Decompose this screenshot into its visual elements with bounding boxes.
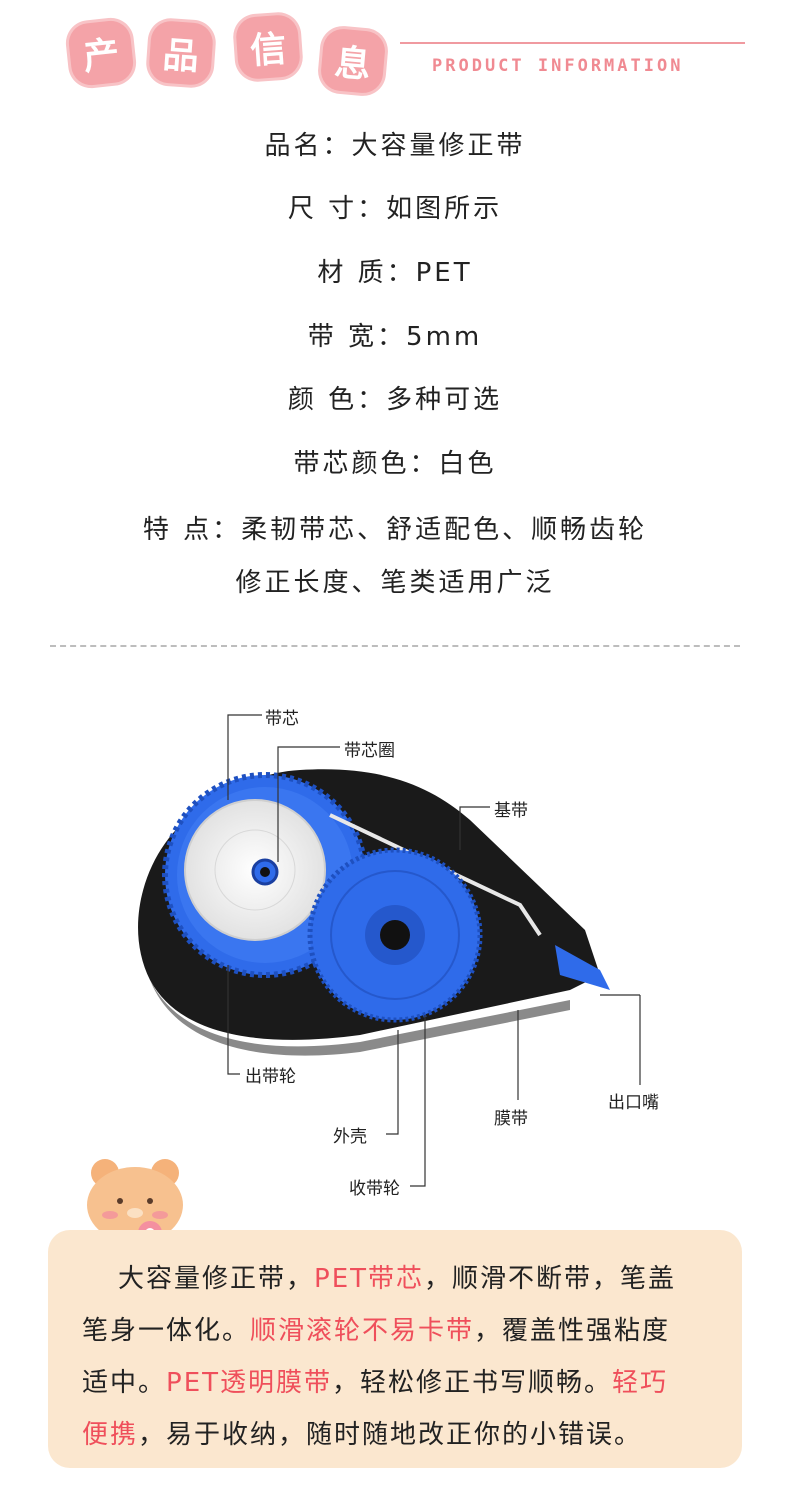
title-char-4: 息 (319, 27, 387, 95)
label-shell: 外壳 (333, 1127, 367, 1147)
label-nozzle: 出口嘴 (608, 1093, 659, 1113)
note-text: 适中。 (82, 1368, 167, 1398)
note-line-4: 便携，易于收纳，随时随地改正你的小错误。 (82, 1414, 642, 1451)
info-core-color: 带芯颜色：白色 (293, 449, 497, 479)
label-film-tape: 膜带 (494, 1109, 528, 1129)
label-base-tape: 基带 (494, 801, 528, 821)
note-highlight: 便携 (82, 1420, 139, 1450)
info-features-line2: 修正长度、笔类适用广泛 (235, 568, 555, 598)
nozzle-shape (555, 945, 610, 990)
note-line-1: 大容量修正带，PET带芯，顺滑不断带，笔盖 (118, 1258, 676, 1295)
note-line-3: 适中。PET透明膜带，轻松修正书写顺畅。轻巧 (82, 1362, 668, 1399)
title-underline (400, 42, 745, 44)
note-text: ，顺滑不断带，笔盖 (424, 1264, 677, 1294)
base-tape-path (329, 813, 542, 937)
label-take-up-wheel: 收带轮 (349, 1179, 400, 1199)
description-box: 大容量修正带，PET带芯，顺滑不断带，笔盖 笔身一体化。顺滑滚轮不易卡带，覆盖性… (48, 1230, 742, 1468)
note-text: ，易于收纳，随时随地改正你的小错误。 (138, 1420, 643, 1450)
section-header: 产 品 信 息 PRODUCT INFORMATION (0, 0, 790, 110)
note-text: ，轻松修正书写顺畅。 (332, 1368, 613, 1398)
note-highlight: 顺滑滚轮不易卡带 (250, 1316, 475, 1346)
note-text: 大容量修正带， (118, 1264, 315, 1294)
info-material: 材 质：PET (317, 258, 473, 288)
info-width: 带 宽：5mm (307, 322, 483, 352)
note-text: 笔身一体化。 (82, 1316, 251, 1346)
info-features-line1: 特 点：柔韧带芯、舒适配色、顺畅齿轮 (142, 515, 648, 545)
shell-bottom-rim (150, 980, 570, 1056)
note-line-2: 笔身一体化。顺滑滚轮不易卡带，覆盖性强粘度 (82, 1310, 670, 1347)
info-size: 尺 寸：如图所示 (287, 194, 503, 224)
title-english: PRODUCT INFORMATION (432, 56, 684, 76)
title-char-1: 产 (66, 18, 136, 88)
note-highlight: 轻巧 (612, 1368, 669, 1398)
label-core-ring: 带芯圈 (344, 741, 395, 761)
dashed-divider (50, 645, 740, 647)
info-color: 颜 色：多种可选 (287, 385, 503, 415)
bear-mascot-icon (87, 1159, 183, 1245)
title-char-3: 信 (234, 13, 302, 81)
note-highlight: PET带芯 (314, 1264, 425, 1294)
product-diagram: 带芯 带芯圈 基带 出带轮 外壳 收带轮 膜带 出口嘴 (0, 690, 790, 1210)
note-text: ，覆盖性强粘度 (474, 1316, 671, 1346)
label-core: 带芯 (265, 709, 299, 729)
correction-tape-illustration (138, 714, 641, 1187)
info-name: 品名：大容量修正带 (264, 131, 526, 161)
note-highlight: PET透明膜带 (166, 1368, 333, 1398)
title-char-2: 品 (147, 19, 215, 87)
label-out-wheel: 出带轮 (245, 1067, 296, 1087)
